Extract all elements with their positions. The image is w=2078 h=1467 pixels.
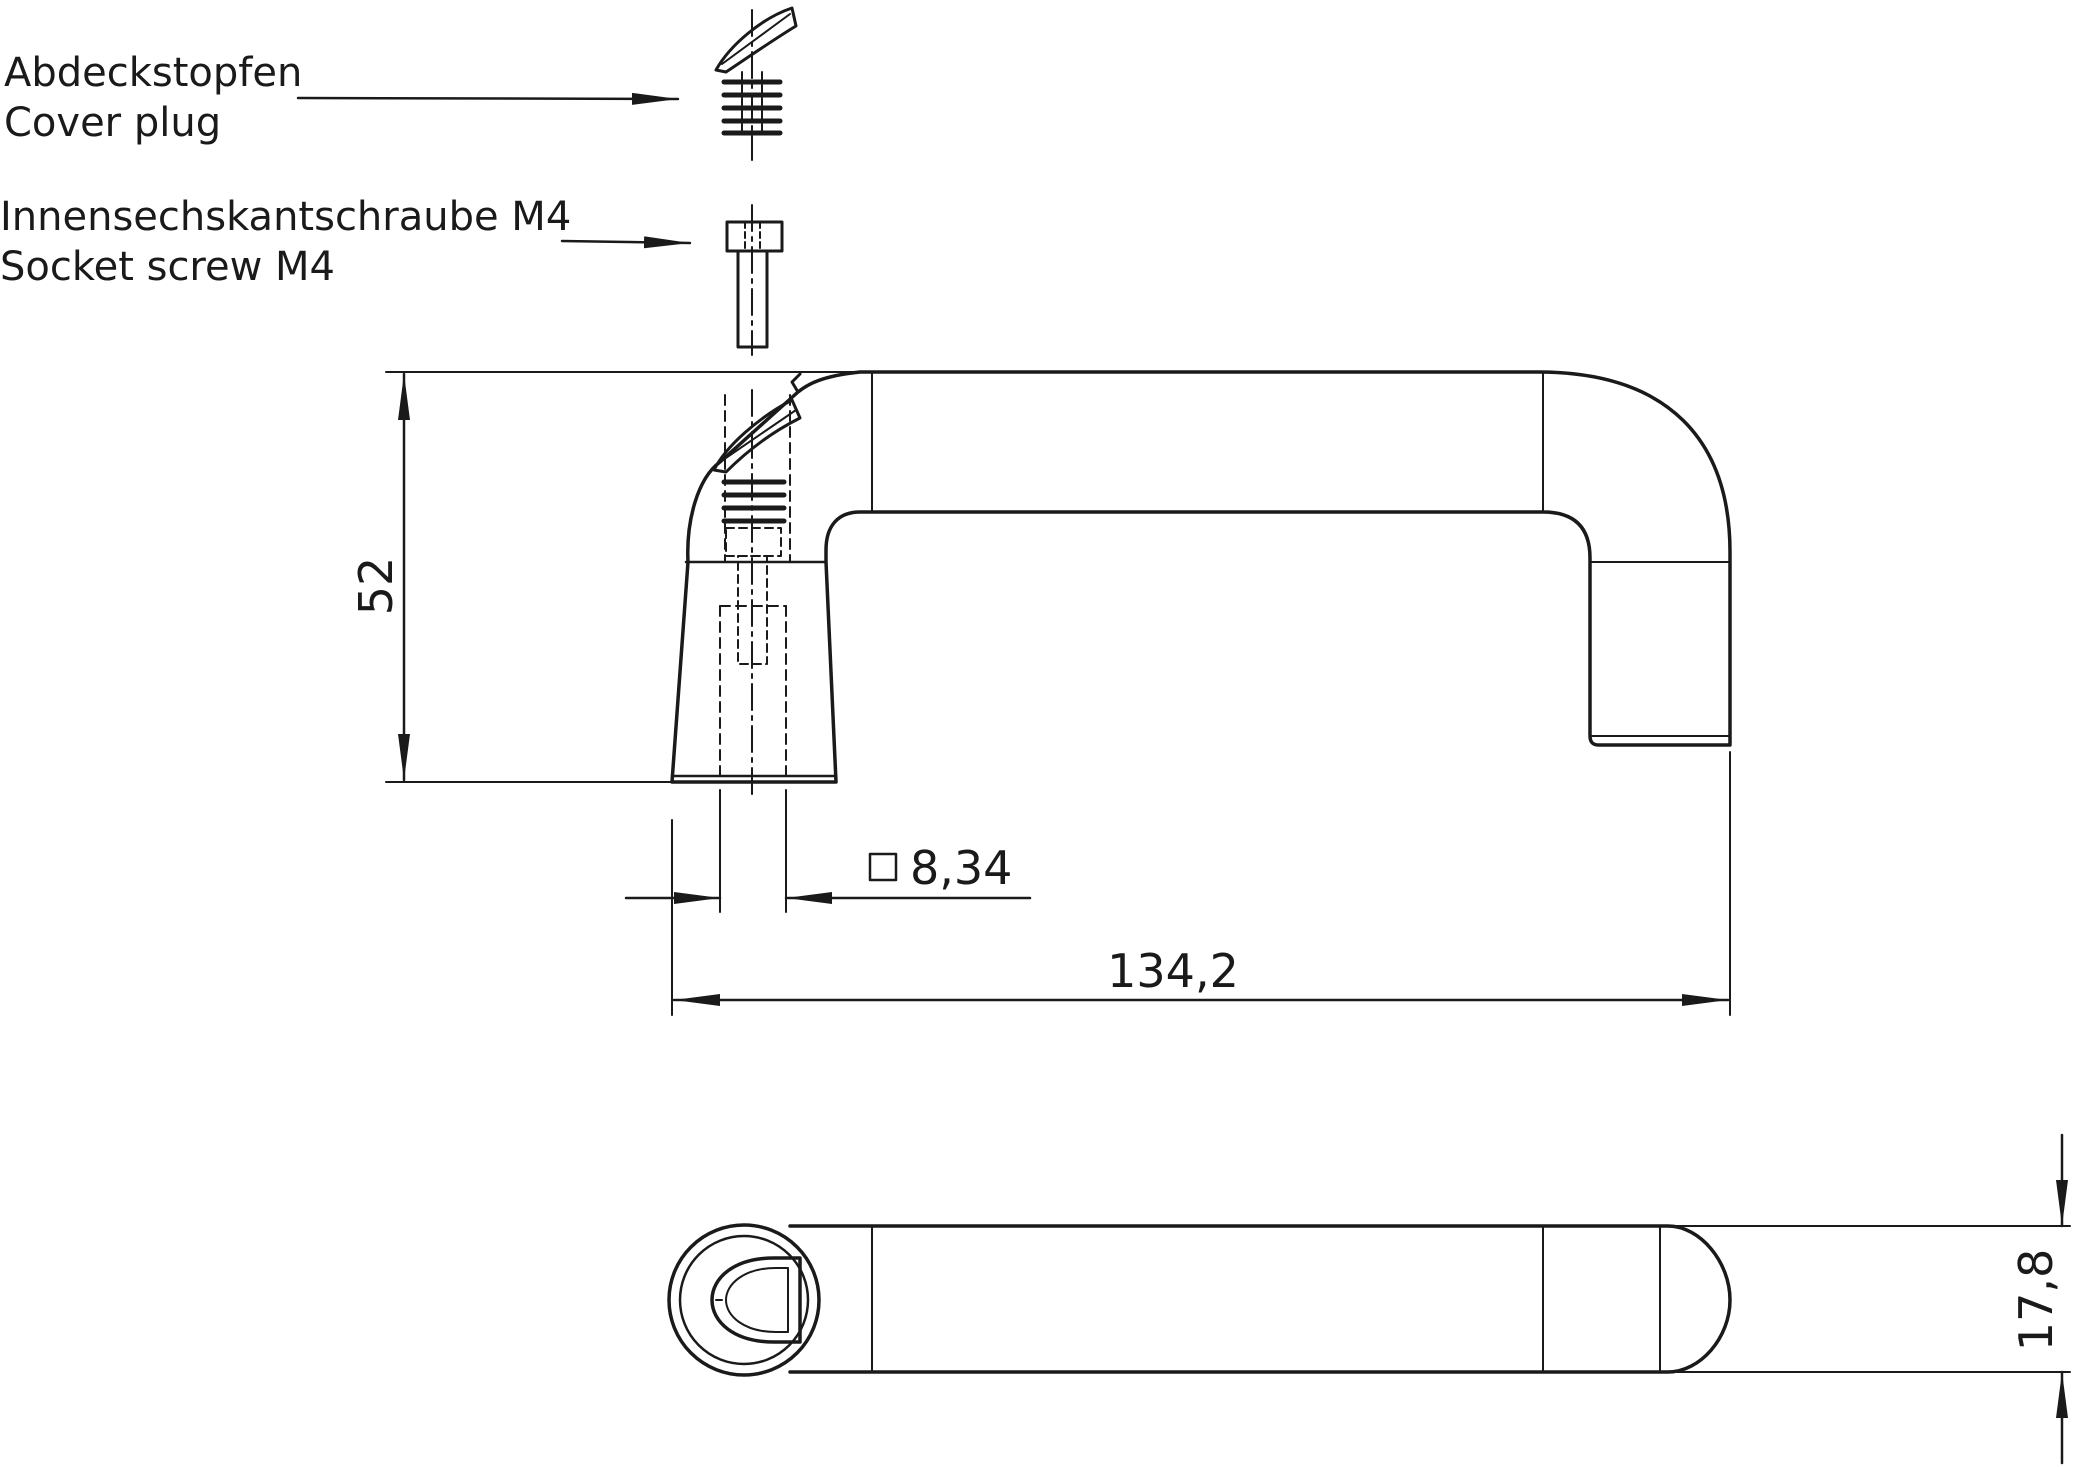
cover-plug-part (714, 6, 798, 161)
cover-plug-label-en: Cover plug (4, 100, 221, 146)
socket-screw-label-en: Socket screw M4 (0, 244, 335, 290)
height-dimension (385, 371, 861, 783)
square-hole-dimension-value: 8,34 (910, 841, 1012, 895)
width-dimension-value: 17,8 (2009, 1249, 2063, 1351)
length-dimension (672, 751, 1731, 1016)
height-dimension-value: 52 (349, 557, 403, 616)
handle-top-view (667, 1223, 1732, 1377)
length-dimension-value: 134,2 (1107, 944, 1239, 998)
square-hole-dimension (624, 789, 1032, 1016)
cover-plug-label-de: Abdeckstopfen (4, 50, 302, 96)
square-symbol (868, 852, 898, 882)
handle-side-view (670, 370, 1732, 801)
width-dimension (1667, 1133, 2071, 1465)
socket-screw-part (725, 204, 784, 356)
cover-plug-leader (296, 92, 680, 105)
socket-screw-leader (560, 236, 692, 249)
socket-screw-label-de: Innensechskantschraube M4 (0, 194, 571, 240)
